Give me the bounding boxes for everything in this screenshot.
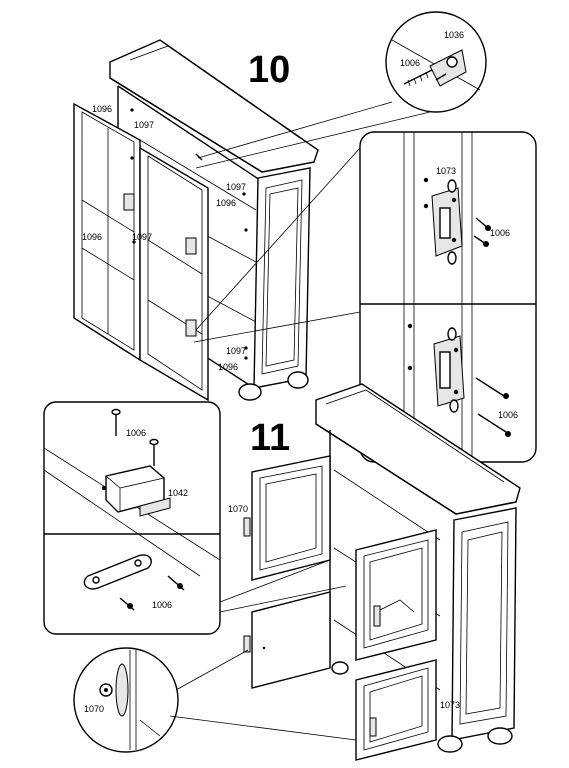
part-label-1096-b: 1096 (216, 198, 236, 208)
part-label-1042: 1042 (168, 488, 188, 498)
step-10-cabinet (73, 39, 319, 402)
part-label-1070-step11: 1070 (228, 504, 248, 514)
hinge-icon (431, 179, 463, 265)
part-label-1036: 1036 (444, 30, 464, 40)
step-number-10: 10 (248, 49, 290, 91)
part-label-1073-detail: 1073 (436, 166, 456, 176)
part-label-1096-c: 1096 (82, 232, 102, 242)
lower-left-door (243, 591, 331, 689)
part-label-1097-c: 1097 (132, 232, 152, 242)
detail-callout-knob: 1070 (73, 647, 179, 753)
upper-right-door (355, 529, 437, 661)
screw-icon (475, 377, 505, 397)
knob-icon (373, 605, 381, 627)
part-label-1070-detail: 1070 (84, 704, 104, 714)
knob-icon (243, 635, 251, 653)
lower-right-door (355, 659, 437, 761)
detail-box-magnetic-catch: 1006 1042 1006 (43, 401, 221, 635)
part-label-1096-d: 1096 (218, 362, 238, 372)
part-label-1006-detail-a: 1006 (490, 228, 510, 238)
part-label-1006-detail-b: 1006 (498, 410, 518, 420)
knob-icon (99, 663, 129, 717)
knob-icon (243, 517, 251, 537)
part-label-1096-a: 1096 (92, 104, 112, 114)
detail-box-hinge: 1073 1006 1006 (359, 131, 537, 463)
magnetic-catch-icon (102, 465, 171, 517)
hinge-icon (433, 327, 465, 413)
part-label-1006-catch-bottom: 1006 (152, 600, 172, 610)
upper-left-door (243, 455, 331, 581)
part-label-1097-d: 1097 (226, 346, 246, 356)
part-label-1097-a: 1097 (134, 120, 154, 130)
detail-callout-bracket: 1036 1006 (385, 11, 487, 113)
screw-icon (477, 413, 507, 433)
part-label-1097-b: 1097 (226, 182, 246, 192)
part-label-1006-catch-top: 1006 (126, 428, 146, 438)
step-number-11: 11 (250, 417, 290, 459)
strike-plate-icon (83, 554, 152, 590)
part-label-1006-callout: 1006 (400, 58, 420, 68)
part-label-1073-step11-b: 1073 (440, 700, 460, 710)
knob-icon (369, 717, 377, 737)
